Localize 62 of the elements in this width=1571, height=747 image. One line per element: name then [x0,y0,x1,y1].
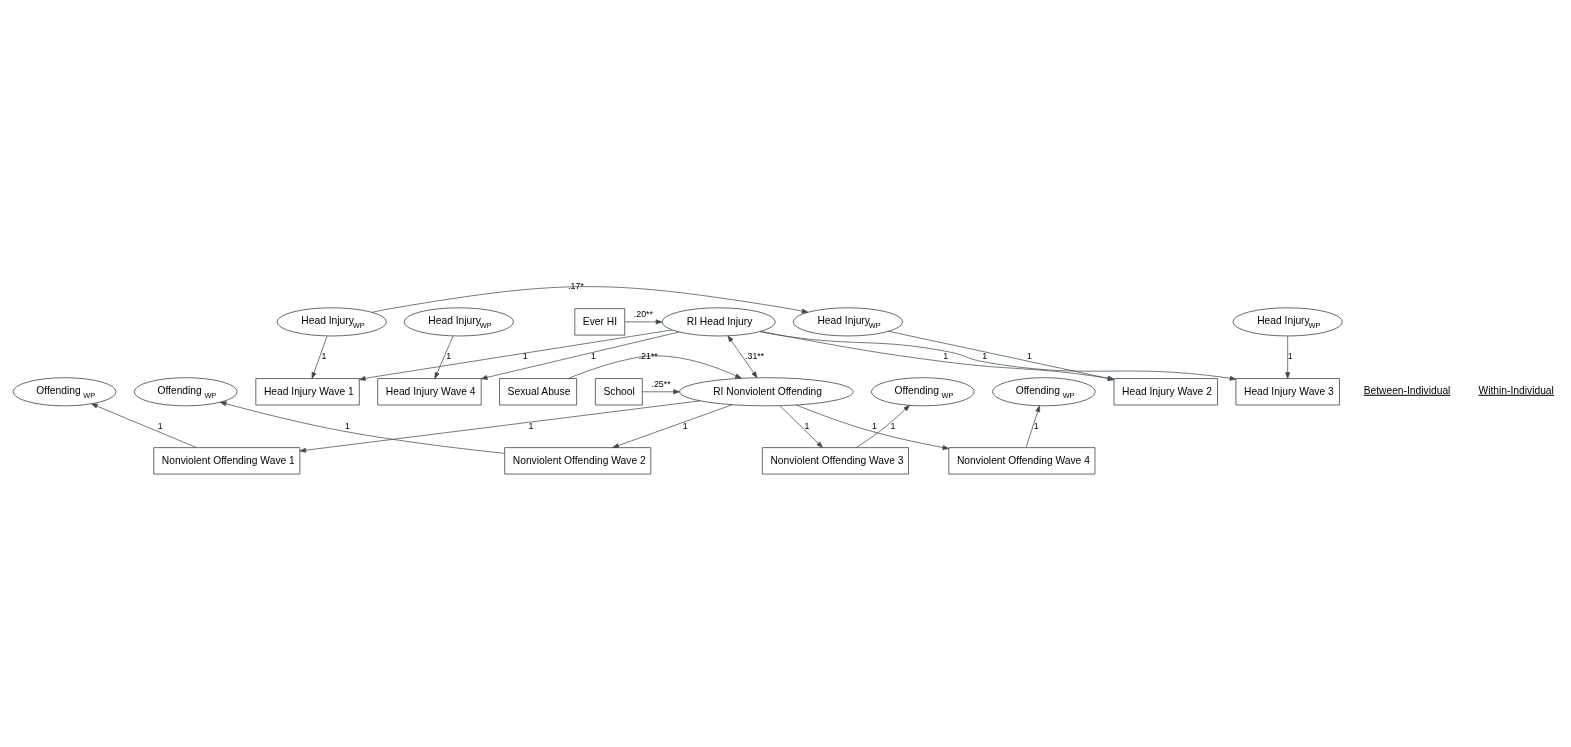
arrow [727,335,758,379]
arrow [1025,405,1041,448]
node-ellipse: Head Injury$_{WP}$ [276,307,387,337]
node-box: Nonviolent Offending Wave 3 [762,447,909,475]
edge-label: .25** [651,379,671,390]
node-box: Sexual Abuse [499,378,577,406]
edge-label: .31** [745,351,765,362]
edge-label: 1 [528,420,534,431]
edge-label: 1 [522,351,528,362]
arrow [567,355,742,379]
node-box: Nonviolent Offending Wave 2 [504,447,652,475]
node-box: Ever HI [574,308,626,336]
arrow [311,335,328,379]
edge-label: 1 [1033,420,1039,431]
node-box: Nonviolent Offending Wave 4 [948,447,1096,475]
edge-label: 1 [804,420,810,431]
arrow [359,329,673,381]
arrow [299,400,701,453]
node-box: Head Injury Wave 1 [255,378,360,406]
node-ellipse: Head Injury$_{WP}$ [1232,307,1343,337]
arrow [1285,335,1291,379]
edge-label: 1 [943,351,949,362]
arrow [91,403,197,448]
arrow [760,331,1115,381]
edge-label: .20** [633,309,653,320]
arrow [759,331,1237,381]
edge-label: 1 [590,351,596,362]
node-box: Nonviolent Offending Wave 1 [153,447,301,475]
arrow [888,330,1115,381]
edge-label: 1 [682,420,688,431]
arrow [795,404,950,450]
edge-label: 1 [890,420,896,431]
arrow [855,405,910,448]
node-box: Head Injury Wave 2 [1113,378,1218,406]
label: Between-Individual [1363,384,1451,396]
node-box: School [595,378,643,406]
edge-label: 1 [321,351,327,362]
arrow [779,405,823,448]
arrow [624,319,663,325]
edge-label: 1 [982,351,988,362]
label: Within-Individual [1478,384,1554,396]
node-box: Head Injury Wave 4 [377,378,482,406]
arrow [642,389,680,395]
arrow [612,404,733,448]
node-box: Head Injury Wave 3 [1235,378,1340,406]
edge-label: 1 [345,420,350,431]
node-ellipse: RI Nonviolent Offending [679,377,854,407]
node-ellipse: Offending $_{WP}$ [871,377,975,407]
edge-label: 1 [446,351,452,362]
arrow [480,331,680,380]
edge-label: 1 [1027,351,1032,362]
node-ellipse: RI Head Injury [661,307,776,337]
edge-label: 1 [157,420,163,431]
edge-label: 1 [872,420,878,431]
edge-label: .21** [638,351,658,362]
arrow [371,286,809,314]
node-ellipse: Head Injury$_{WP}$ [403,307,514,337]
edge-label: 1 [1287,351,1293,362]
edge-label: .17* [568,281,584,292]
arrow [434,335,454,379]
arrow [219,401,505,454]
node-ellipse: Offending $_{WP}$ [992,377,1096,407]
